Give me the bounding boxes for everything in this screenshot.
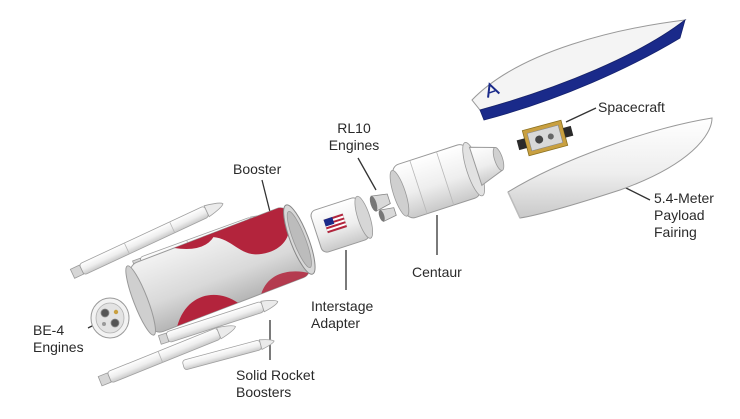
fairing-upper-half (471, 18, 687, 121)
label-booster: Booster (233, 161, 282, 177)
srb-lower-3 (182, 339, 275, 370)
leader-lines (87, 107, 651, 360)
rl10-engines (369, 193, 397, 223)
label-spacecraft: Spacecraft (598, 99, 665, 115)
label-rl10-engines: RL10 Engines (328, 120, 380, 153)
label-interstage-adapter: Interstage Adapter (311, 298, 374, 331)
leader-spacecraft (565, 107, 597, 123)
label-be4-engines: BE-4 Engines (33, 322, 84, 355)
be4-engines (90, 297, 130, 339)
centaur-stage (389, 142, 485, 219)
leader-fairing (623, 186, 651, 201)
fairing-lower-half (507, 117, 713, 219)
label-payload-fairing: 5.4-Meter Payload Fairing (654, 190, 714, 240)
srb-upper-1 (69, 202, 224, 279)
srb-lower-1 (157, 300, 279, 345)
label-centaur: Centaur (412, 264, 462, 280)
ula-logo-icon (487, 82, 501, 98)
spacecraft (516, 119, 574, 157)
booster-core (125, 204, 316, 336)
label-solid-rocket-boosters: Solid Rocket Boosters (236, 367, 315, 400)
interstage-adapter (310, 195, 374, 253)
payload-adapter-cone (468, 146, 505, 187)
srb-lower-2 (97, 325, 236, 387)
leader-rl10 (357, 157, 377, 191)
us-flag-icon (323, 213, 348, 234)
